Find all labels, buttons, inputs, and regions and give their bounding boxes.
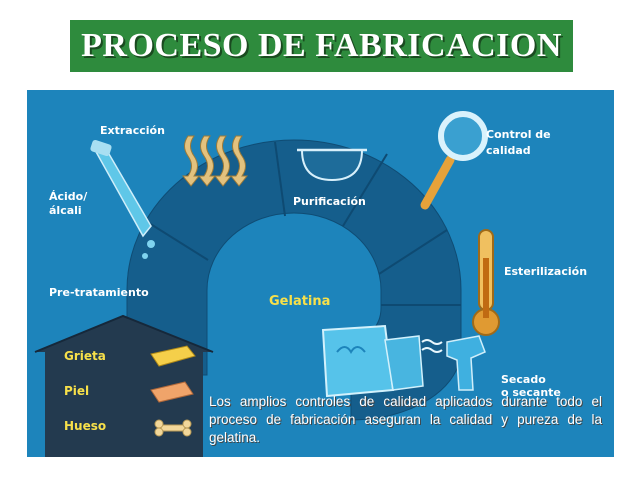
- extraction-arrows-icon: [181, 135, 249, 187]
- pipette-icon: [90, 139, 155, 259]
- arc-divider: [342, 153, 388, 227]
- label-acido-line1: Ácido/: [49, 190, 88, 203]
- grieta-swatch: [150, 345, 196, 367]
- caption-text: Los amplios controles de calidad aplicad…: [209, 394, 602, 445]
- magnifier-icon: [420, 111, 488, 210]
- arc-divider: [140, 217, 209, 261]
- label-esterilizacion: Esterilización: [504, 265, 588, 278]
- label-purificacion: Purificación: [293, 195, 366, 208]
- label-gelatina: Gelatina: [269, 294, 331, 309]
- label-secado-line2: o secante: [501, 386, 561, 399]
- diagram-graphics: [34, 111, 500, 457]
- label-extraccion: Extracción: [100, 124, 165, 137]
- label-control-line2: calidad: [486, 144, 531, 157]
- bowl-icon: [297, 148, 367, 182]
- material-piel: Piel: [64, 384, 90, 398]
- title-bar: PROCESO DE FABRICACION: [70, 20, 573, 72]
- dryer-icon: [421, 335, 486, 391]
- material-hueso: Hueso: [64, 419, 107, 433]
- label-acido-line2: álcali: [49, 204, 82, 217]
- house-icon: [34, 314, 214, 457]
- label-pretratamiento: Pre-tratamiento: [49, 286, 149, 299]
- gelatin-sheet-icon: [321, 324, 424, 398]
- label-control-line1: Control de: [486, 128, 551, 141]
- arc-divider: [378, 229, 448, 275]
- bone-icon: [154, 419, 192, 437]
- process-diagram: Extracción Ácido/ álcali Purificación Co…: [27, 90, 614, 457]
- label-secado-line1: Secado: [501, 373, 546, 386]
- material-grieta: Grieta: [64, 349, 106, 363]
- arc-divider: [274, 141, 286, 217]
- page-title: PROCESO DE FABRICACION: [81, 27, 562, 64]
- piel-swatch: [150, 381, 194, 403]
- thermometer-icon: [472, 229, 500, 336]
